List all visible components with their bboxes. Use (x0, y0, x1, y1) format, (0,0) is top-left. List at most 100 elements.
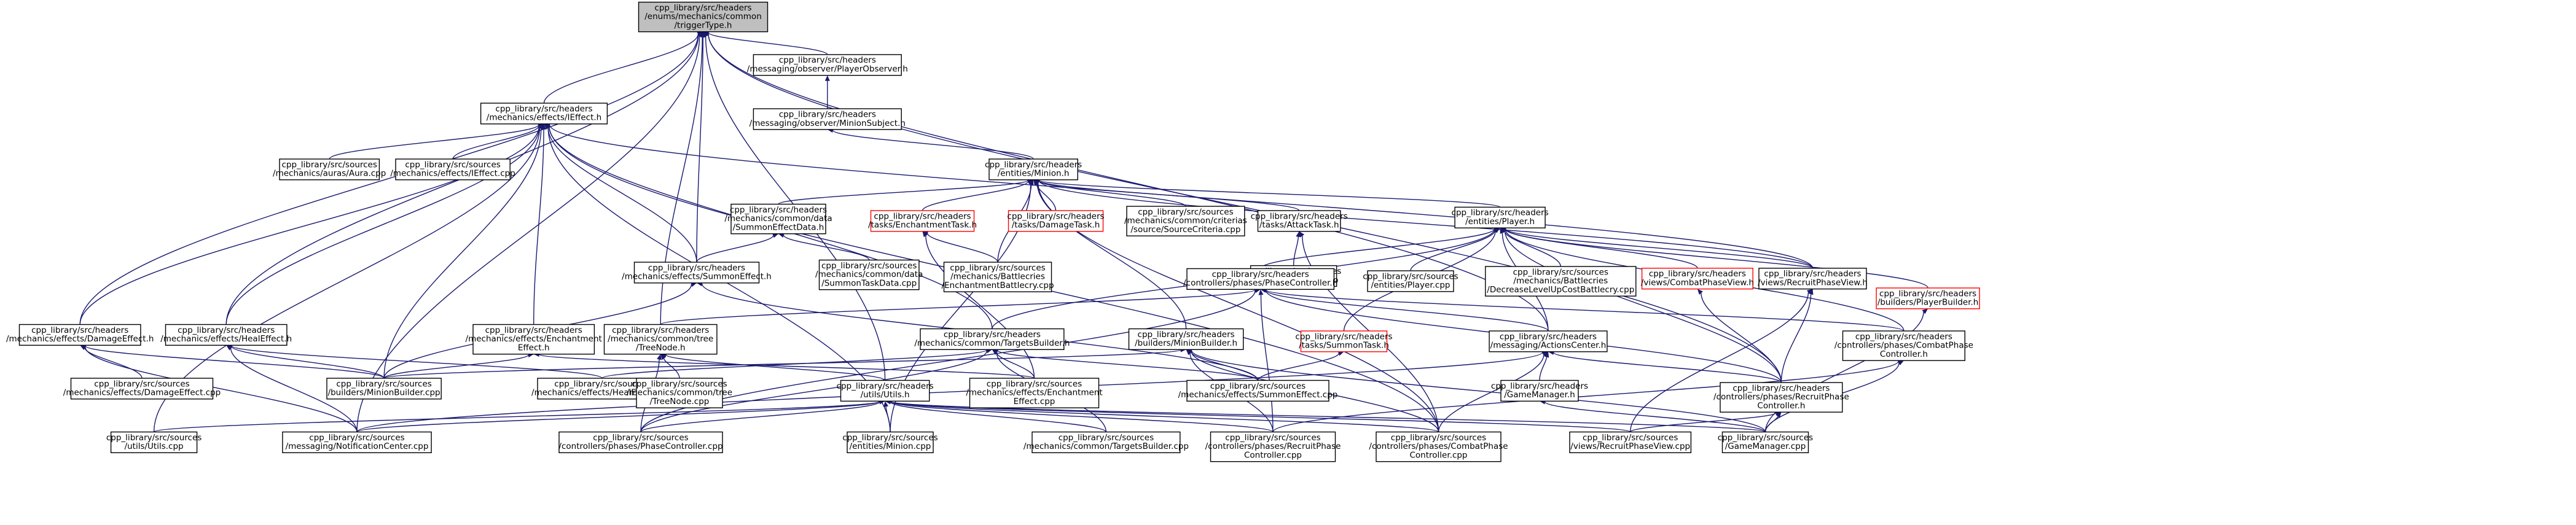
graph-node-aura[interactable]: cpp_library/src/sources/mechanics/auras/… (273, 158, 386, 181)
node-box[interactable] (110, 431, 198, 453)
node-box[interactable] (969, 378, 1100, 408)
node-box[interactable] (943, 262, 1052, 292)
node-box[interactable] (1008, 210, 1104, 232)
node-box[interactable] (558, 431, 723, 453)
node-box[interactable] (840, 379, 930, 402)
graph-node-eecpp[interactable]: cpp_library/src/sources/mechanics/effect… (966, 378, 1103, 408)
graph-node-tbcpp[interactable]: cpp_library/src/sources/mechanics/common… (1024, 431, 1189, 453)
node-box[interactable] (18, 324, 141, 346)
node-box[interactable] (870, 210, 975, 232)
graph-node-dlub[interactable]: cpp_library/src/sources/mechanics/Battle… (1485, 266, 1637, 297)
graph-node-mbcpp[interactable]: cpp_library/src/sources/builders/MinionB… (326, 378, 442, 400)
node-box[interactable] (753, 108, 902, 130)
node-box[interactable] (638, 1, 769, 33)
node-box[interactable] (1126, 206, 1245, 236)
graph-node-seffh[interactable]: cpp_library/src/headers/mechanics/effect… (622, 262, 772, 284)
graph-node-cpc[interactable]: cpp_library/src/headers/controllers/phas… (1834, 330, 1973, 361)
node-box[interactable] (1210, 431, 1336, 462)
graph-node-rpv[interactable]: cpp_library/src/headers/views/RecruitPha… (1758, 268, 1868, 290)
graph-node-gmcpp[interactable]: cpp_library/src/sources/GameManager.cpp (1718, 431, 1813, 453)
dependency-edge (1505, 228, 1814, 269)
node-label-line: /enums/mechanics/common (644, 12, 762, 21)
node-box[interactable] (818, 259, 920, 290)
node-box[interactable] (847, 431, 934, 453)
node-box[interactable] (326, 378, 442, 400)
graph-node-utilsh[interactable]: cpp_library/src/headers/utils/Utils.h (837, 379, 934, 402)
graph-node-ieffcpp[interactable]: cpp_library/src/sources/mechanics/effect… (390, 158, 515, 181)
node-box[interactable] (1500, 379, 1579, 402)
node-box[interactable] (165, 324, 288, 346)
node-box[interactable] (1454, 206, 1546, 228)
node-box[interactable] (1720, 382, 1843, 413)
graph-node-enchtask[interactable]: cpp_library/src/headers/tasks/Enchantmen… (868, 210, 977, 232)
graph-node-dmgtask[interactable]: cpp_library/src/headers/tasks/DamageTask… (1007, 210, 1105, 232)
node-box[interactable] (70, 378, 214, 400)
node-box[interactable] (1641, 268, 1753, 290)
graph-node-sed[interactable]: cpp_library/src/headers/mechanics/common… (724, 203, 832, 235)
node-box[interactable] (1876, 287, 1980, 309)
node-box[interactable] (633, 262, 760, 284)
graph-node-srccrit[interactable]: cpp_library/src/sources/mechanics/common… (1124, 206, 1247, 236)
node-box[interactable] (753, 54, 902, 76)
graph-node-pccpp[interactable]: cpp_library/src/sources/controllers/phas… (558, 431, 723, 453)
graph-node-heh[interactable]: cpp_library/src/headers/mechanics/effect… (160, 324, 292, 346)
graph-node-rpc[interactable]: cpp_library/src/headers/controllers/phas… (1713, 382, 1849, 413)
node-box[interactable] (730, 203, 826, 235)
graph-node-pb[interactable]: cpp_library/src/headers/builders/PlayerB… (1876, 287, 1980, 309)
graph-node-ppc[interactable]: cpp_library/src/headers/controllers/phas… (1183, 268, 1337, 290)
graph-node-utilscpp[interactable]: cpp_library/src/sources/utils/Utils.cpp (106, 431, 202, 453)
dependency-edge (996, 352, 1035, 379)
graph-node-ieff[interactable]: cpp_library/src/headers/mechanics/effect… (480, 103, 608, 125)
node-box[interactable] (395, 158, 511, 181)
graph-node-stask[interactable]: cpp_library/src/headers/tasks/SummonTask… (1295, 330, 1393, 352)
node-box[interactable] (1758, 268, 1867, 290)
graph-node-minion[interactable]: cpp_library/src/headers/entities/Minion.… (985, 158, 1082, 181)
graph-node-player[interactable]: cpp_library/src/headers/entities/Player.… (1452, 206, 1549, 228)
node-box[interactable] (1186, 379, 1329, 402)
graph-node-po[interactable]: cpp_library/src/headers/messaging/observ… (747, 54, 908, 76)
node-box[interactable] (1257, 210, 1341, 232)
graph-node-atktask[interactable]: cpp_library/src/headers/tasks/AttackTask… (1251, 210, 1348, 232)
node-label-line: /tasks/DamageTask.h (1012, 220, 1100, 230)
node-box[interactable] (1367, 270, 1454, 292)
graph-node-tnh[interactable]: cpp_library/src/headers/mechanics/common… (603, 324, 718, 355)
graph-node-root[interactable]: cpp_library/src/headers/enums/mechanics/… (638, 1, 769, 33)
node-box[interactable] (1485, 266, 1637, 297)
node-box[interactable] (1569, 431, 1692, 453)
graph-node-gmh[interactable]: cpp_library/src/headers/GameManager.h (1491, 379, 1588, 402)
graph-node-cpv[interactable]: cpp_library/src/headers/views/CombatPhas… (1641, 268, 1754, 290)
graph-node-decpp[interactable]: cpp_library/src/sources/mechanics/effect… (63, 378, 221, 400)
node-box[interactable] (920, 328, 1065, 350)
node-box[interactable] (1032, 431, 1181, 453)
graph-node-secpp[interactable]: cpp_library/src/sources/mechanics/effect… (1178, 379, 1338, 402)
graph-node-eeh[interactable]: cpp_library/src/headers/mechanics/effect… (466, 324, 602, 355)
graph-node-acc[interactable]: cpp_library/src/headers/messaging/Action… (1489, 330, 1608, 352)
graph-node-mincpp[interactable]: cpp_library/src/sources/entities/Minion.… (842, 431, 938, 453)
node-box[interactable] (1842, 330, 1966, 361)
graph-node-nccpp[interactable]: cpp_library/src/sources/messaging/Notifi… (282, 431, 432, 453)
graph-node-tncpp[interactable]: cpp_library/src/sources/mechanics/common… (627, 378, 732, 408)
node-box[interactable] (480, 103, 608, 125)
graph-node-rpvcpp[interactable]: cpp_library/src/sources/views/RecruitPha… (1569, 431, 1692, 453)
node-box[interactable] (1300, 330, 1388, 352)
node-box[interactable] (1489, 330, 1608, 352)
graph-node-stdcpp[interactable]: cpp_library/src/sources/mechanics/common… (815, 259, 923, 290)
graph-node-tbh[interactable]: cpp_library/src/headers/mechanics/common… (914, 328, 1070, 350)
graph-node-cpccpp[interactable]: cpp_library/src/sources/controllers/phas… (1369, 431, 1508, 462)
graph-node-playercpp[interactable]: cpp_library/src/sources/entities/Player.… (1363, 270, 1458, 292)
node-box[interactable] (1721, 431, 1809, 453)
node-box[interactable] (1376, 431, 1501, 462)
node-box[interactable] (1186, 268, 1335, 290)
node-box[interactable] (282, 431, 432, 453)
node-box[interactable] (279, 158, 380, 181)
graph-node-ebcpp[interactable]: cpp_library/src/sources/mechanics/Battle… (941, 262, 1054, 292)
node-box[interactable] (603, 324, 718, 355)
graph-node-rpccpp[interactable]: cpp_library/src/sources/controllers/phas… (1205, 431, 1341, 462)
node-box[interactable] (1128, 328, 1244, 350)
graph-node-deh[interactable]: cpp_library/src/headers/mechanics/effect… (6, 324, 154, 346)
node-box[interactable] (472, 324, 595, 355)
node-box[interactable] (636, 378, 723, 408)
graph-node-ms[interactable]: cpp_library/src/headers/messaging/observ… (750, 108, 906, 130)
graph-node-mbh[interactable]: cpp_library/src/headers/builders/MinionB… (1128, 328, 1244, 350)
node-box[interactable] (989, 158, 1078, 181)
